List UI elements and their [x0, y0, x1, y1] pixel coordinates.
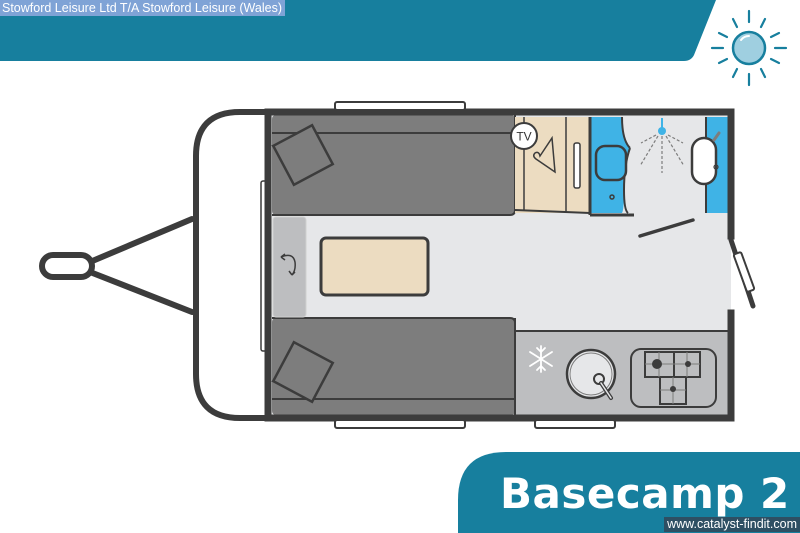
basin-icon: [690, 136, 718, 186]
hob-icon: [630, 348, 717, 408]
watermark-link[interactable]: www.catalyst-findit.com: [664, 517, 800, 532]
sun-icon: [710, 9, 788, 87]
model-title: Basecamp 2: [500, 469, 790, 518]
snowflake-icon: [529, 345, 553, 373]
front-bay: [193, 109, 268, 421]
drawbar: [39, 216, 195, 315]
cushion-icon: [271, 340, 335, 404]
toilet-icon: [594, 144, 628, 182]
window-bottom-right: [534, 419, 616, 429]
front-locker: [272, 216, 307, 318]
tv-label: TV: [516, 130, 531, 144]
kitchen: [514, 318, 730, 415]
door-icon[interactable]: [728, 237, 756, 309]
shower-icon: [639, 118, 685, 173]
hitch-icon: [39, 252, 95, 280]
flip-arrow-icon: [280, 254, 296, 276]
wardrobe: TV: [510, 117, 591, 214]
washroom: [588, 116, 728, 238]
front-sofa-bed-top: [271, 115, 516, 216]
front-sofa-bed-bottom: [271, 317, 516, 415]
hanger-icon: [532, 135, 556, 174]
table-icon: [319, 236, 430, 297]
tv-icon: [510, 122, 538, 150]
washroom-door: [638, 218, 695, 238]
outer-walls: [264, 108, 735, 422]
window-top: [334, 101, 466, 111]
window-bottom-left: [334, 419, 466, 429]
cushion-icon: [271, 123, 335, 187]
source-label[interactable]: Stowford Leisure Ltd T/A Stowford Leisur…: [0, 0, 285, 16]
sink-icon: [565, 348, 617, 400]
title-banner: [458, 452, 800, 533]
